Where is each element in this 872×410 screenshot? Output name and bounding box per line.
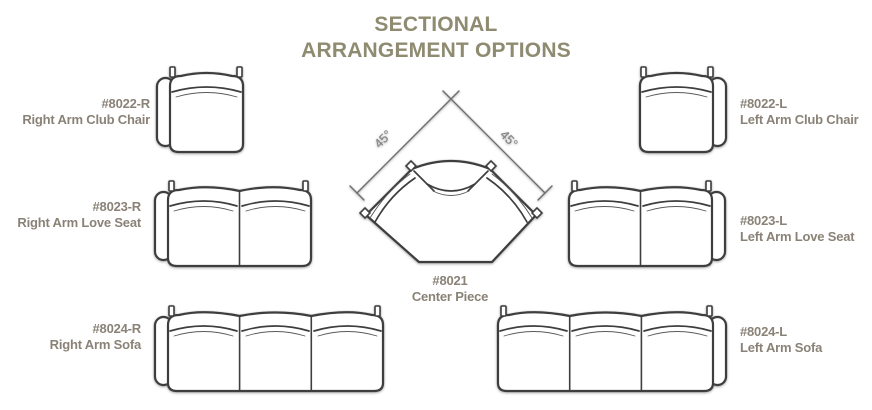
cushion-line — [570, 200, 639, 207]
page-title-line1: SECTIONAL — [374, 13, 498, 36]
cushion-line — [642, 200, 711, 207]
cushion-line — [575, 331, 636, 337]
cushion-line — [175, 92, 238, 98]
cushion-line — [169, 325, 238, 332]
left-arm-love-seat-drawing — [567, 180, 727, 268]
connector-tab — [302, 180, 309, 192]
connector-tab — [571, 180, 578, 192]
label-left-arm-club-chair: #8022-L Left Arm Club Chair — [740, 96, 872, 128]
name-left-arm-love-seat: Left Arm Love Seat — [740, 229, 855, 244]
cushion-line — [313, 325, 382, 332]
cushion-line — [641, 86, 712, 93]
right-arm-sofa-drawing — [153, 305, 385, 393]
name-left-arm-sofa: Left Arm Sofa — [740, 340, 823, 355]
sku-left-arm-sofa: #8024-L — [740, 324, 788, 339]
connector-tab — [500, 305, 507, 317]
cushion-line — [169, 200, 238, 207]
label-right-arm-club-chair: #8022-R Right Arm Club Chair — [0, 96, 150, 128]
cushion-line — [571, 325, 640, 332]
connector-tab — [358, 206, 372, 220]
cushion-line — [503, 331, 564, 337]
chair-body — [638, 71, 715, 154]
connector-tab — [530, 206, 544, 220]
label-center-piece: #8021 Center Piece — [374, 273, 526, 305]
angle-label-right: 45° — [497, 128, 520, 151]
connector-tab — [236, 66, 243, 78]
sofa-body — [496, 311, 715, 393]
name-center-piece: Center Piece — [411, 289, 489, 304]
label-right-arm-sofa: #8024-R Right Arm Sofa — [0, 321, 142, 353]
side-back-line — [486, 177, 528, 223]
chair-body — [168, 71, 245, 154]
wedge-body — [364, 159, 538, 264]
connector-tab — [404, 159, 418, 173]
center-piece-drawing: 45° 45° — [349, 90, 553, 264]
sku-right-arm-club-chair: #8022-R — [101, 96, 151, 111]
label-left-arm-sofa: #8024-L Left Arm Sofa — [740, 324, 872, 356]
name-left-arm-club-chair: Left Arm Club Chair — [740, 112, 859, 127]
cushion-line — [317, 331, 378, 337]
back-seam — [413, 170, 435, 192]
connector-tab — [168, 180, 175, 192]
dimension-tick — [537, 185, 553, 201]
dimension-tick — [349, 185, 365, 201]
sku-left-arm-love-seat: #8023-L — [740, 213, 788, 228]
connector-tab — [640, 66, 647, 78]
back-seam — [467, 170, 489, 192]
connector-tab — [168, 305, 175, 317]
sku-left-arm-club-chair: #8022-L — [740, 96, 788, 111]
cushion-line — [426, 183, 476, 192]
name-right-arm-love-seat: Right Arm Love Seat — [17, 215, 141, 230]
cushion-line — [245, 206, 306, 212]
sku-right-arm-sofa: #8024-R — [92, 321, 142, 336]
name-right-arm-sofa: Right Arm Sofa — [49, 337, 142, 352]
label-right-arm-love-seat: #8023-R Right Arm Love Seat — [0, 199, 141, 231]
dimension-line-right — [442, 90, 546, 194]
sofa-body — [166, 311, 385, 393]
cushion-line — [647, 331, 708, 337]
connector-tab — [707, 66, 714, 78]
left-arm-sofa-drawing — [496, 305, 728, 393]
connector-tab — [374, 305, 381, 317]
cushion-line — [643, 325, 712, 332]
name-right-arm-club-chair: Right Arm Club Chair — [22, 112, 150, 127]
cushion-line — [574, 206, 635, 212]
cushion-line — [646, 206, 707, 212]
cushion-line — [241, 325, 310, 332]
cushion-line — [241, 200, 310, 207]
cushion-line — [645, 92, 708, 98]
label-left-arm-love-seat: #8023-L Left Arm Love Seat — [740, 213, 872, 245]
connector-tab — [705, 180, 712, 192]
sku-center-piece: #8021 — [432, 273, 468, 288]
cushion-line — [499, 325, 568, 332]
page-title-line2: ARRANGEMENT OPTIONS — [301, 39, 571, 62]
connector-tab — [484, 159, 498, 173]
cushion-line — [432, 190, 470, 196]
angle-label-left: 45° — [372, 128, 395, 151]
connector-tab — [706, 305, 713, 317]
cushion-line — [173, 331, 234, 337]
left-arm-club-chair-drawing — [638, 66, 728, 154]
sku-right-arm-love-seat: #8023-R — [92, 199, 142, 214]
page-title: SECTIONAL ARRANGEMENT OPTIONS — [0, 12, 872, 64]
cushion-line — [173, 206, 234, 212]
side-back-line — [374, 177, 416, 223]
cushion-line — [171, 86, 242, 93]
right-arm-love-seat-drawing — [153, 180, 313, 268]
side-back-line — [369, 173, 411, 219]
cushion-line — [245, 331, 306, 337]
side-back-line — [491, 173, 533, 219]
dimension-line-left — [356, 90, 460, 194]
connector-tab — [169, 66, 176, 78]
right-arm-club-chair-drawing — [155, 66, 245, 154]
